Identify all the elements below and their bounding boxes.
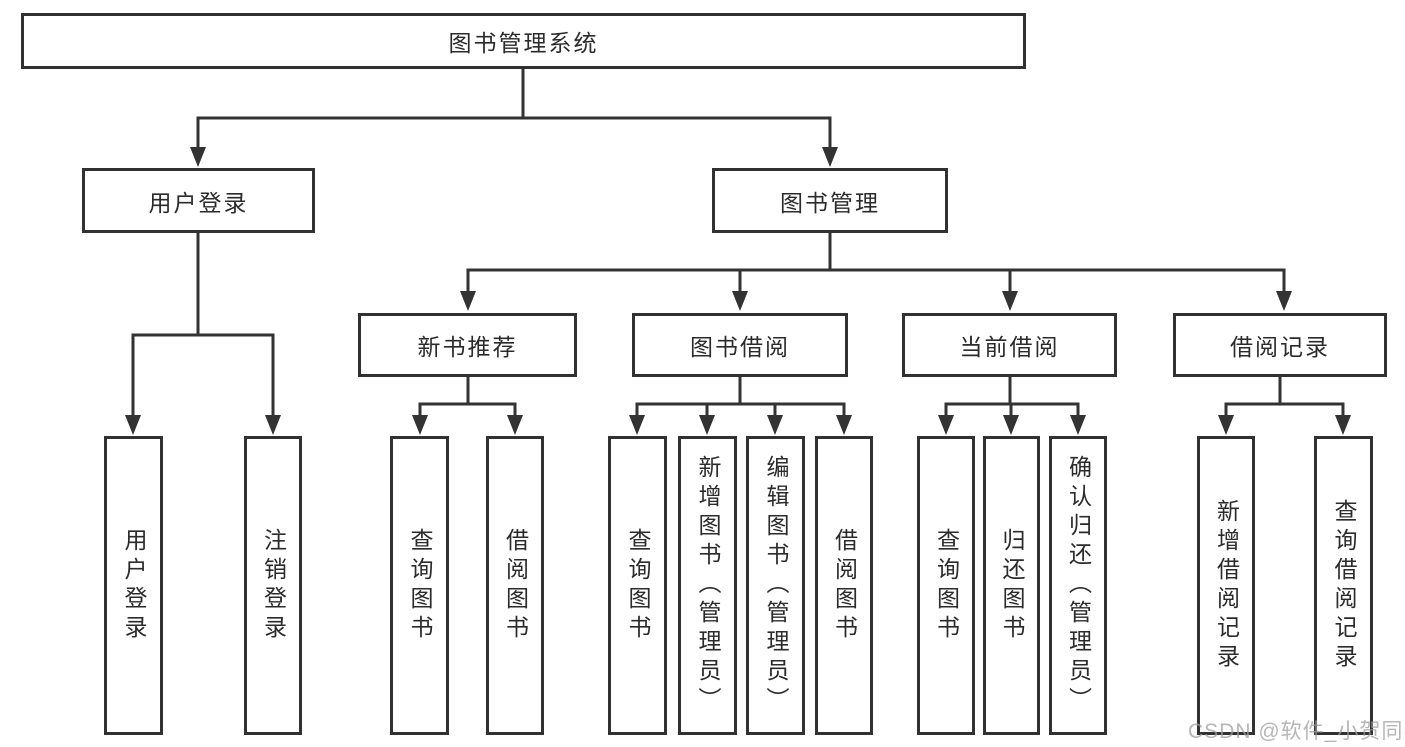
node-current-borrowing: 当前借阅 (902, 313, 1117, 377)
node-leaf-borrow-books: 借阅图书 (815, 436, 873, 735)
node-label: 注销登录 (260, 527, 287, 644)
arrowheads (125, 147, 1351, 435)
node-new-book-recommend: 新书推荐 (358, 313, 577, 377)
edge-records-bar (1224, 402, 1345, 419)
node-label: 用户登录 (121, 527, 147, 644)
node-leaf-return-books: 归还图书 (983, 436, 1040, 735)
node-label: 当前借阅 (959, 334, 1060, 360)
node-label: 查询图书 (625, 527, 651, 644)
node-leaf-add-borrow-record: 新增借阅记录 (1197, 436, 1255, 735)
node-leaf-confirm-return-admin: 确认归还（管理员） (1049, 436, 1107, 735)
node-label: 新增图书（管理员） (695, 455, 721, 716)
node-label: 新书推荐 (417, 334, 518, 360)
node-label: 归还图书 (999, 527, 1025, 644)
node-label: 借阅记录 (1230, 334, 1330, 360)
node-label: 图书管理系统 (448, 30, 599, 56)
edge-level1-bar (196, 116, 832, 150)
edge-bookmgmt-bar (466, 268, 1286, 294)
edge-newbook-bar (418, 402, 517, 419)
node-leaf-query-borrow-record: 查询借阅记录 (1314, 436, 1373, 735)
node-label: 查询图书 (407, 527, 433, 644)
node-label: 编辑图书（管理员） (763, 455, 789, 716)
node-leaf-newbook-borrow-books: 借阅图书 (486, 436, 544, 735)
edge-userlogin-bar (131, 333, 275, 418)
node-borrowing-records: 借阅记录 (1173, 313, 1387, 377)
node-label: 新增借阅记录 (1213, 498, 1240, 673)
node-user-login-branch: 用户登录 (82, 168, 315, 233)
node-label: 借阅图书 (831, 527, 858, 644)
node-label: 图书管理 (780, 189, 880, 216)
node-leaf-borrow-query-books: 查询图书 (608, 436, 667, 735)
node-leaf-logout: 注销登录 (244, 436, 302, 735)
node-label: 图书借阅 (690, 334, 790, 360)
edge-borrow-bar (635, 402, 846, 419)
node-label: 借阅图书 (502, 527, 529, 644)
node-leaf-newbook-query-books: 查询图书 (390, 436, 449, 735)
node-label: 确认归还（管理员） (1065, 455, 1092, 716)
node-label: 用户登录 (148, 189, 249, 216)
node-book-management-branch: 图书管理 (712, 168, 948, 233)
node-book-borrowing: 图书借阅 (632, 313, 848, 377)
node-leaf-current-query-books: 查询图书 (917, 436, 975, 735)
node-leaf-user-login: 用户登录 (104, 436, 163, 735)
node-leaf-add-books-admin: 新增图书（管理员） (678, 436, 737, 735)
node-label: 查询图书 (933, 527, 960, 644)
csdn-watermark: CSDN @软件_小贺同学 (1188, 720, 1405, 743)
node-leaf-edit-books-admin: 编辑图书（管理员） (746, 436, 805, 735)
node-library-management-system: 图书管理系统 (21, 13, 1026, 69)
node-label: 查询借阅记录 (1331, 498, 1357, 673)
